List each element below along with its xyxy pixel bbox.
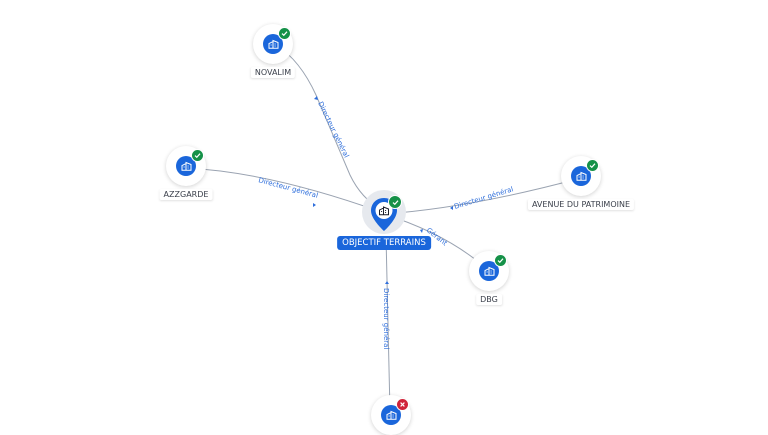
check-icon bbox=[191, 149, 204, 162]
central-company-label: OBJECTIF TERRAINS bbox=[337, 236, 431, 250]
close-icon bbox=[396, 398, 409, 411]
edge-arrow bbox=[450, 206, 453, 210]
edge-label-novalim: Directeur général bbox=[316, 100, 350, 159]
building-icon bbox=[176, 156, 196, 176]
building-icon bbox=[263, 34, 283, 54]
edge-arrow bbox=[385, 281, 389, 284]
check-icon bbox=[586, 159, 599, 172]
building-icon bbox=[479, 261, 499, 281]
edge-label-avenue: Directeur général bbox=[453, 185, 514, 211]
company-label: NOVALIM bbox=[250, 67, 296, 78]
edge-arrow bbox=[420, 229, 423, 233]
check-icon bbox=[388, 195, 402, 209]
company-label: AVENUE DU PATRIMOINE bbox=[527, 199, 635, 210]
building-icon bbox=[379, 206, 389, 216]
company-label: AZZGARDE bbox=[159, 189, 213, 200]
edge-arrow bbox=[313, 203, 316, 207]
building-icon bbox=[571, 166, 591, 186]
edge-arrow bbox=[314, 96, 318, 100]
edge-label-azzgarde: Directeur général bbox=[257, 176, 318, 200]
check-icon bbox=[494, 254, 507, 267]
edge-label-bottom: Directeur général bbox=[382, 288, 390, 349]
check-icon bbox=[278, 27, 291, 40]
building-icon bbox=[381, 405, 401, 425]
company-label: DBG bbox=[476, 294, 502, 305]
